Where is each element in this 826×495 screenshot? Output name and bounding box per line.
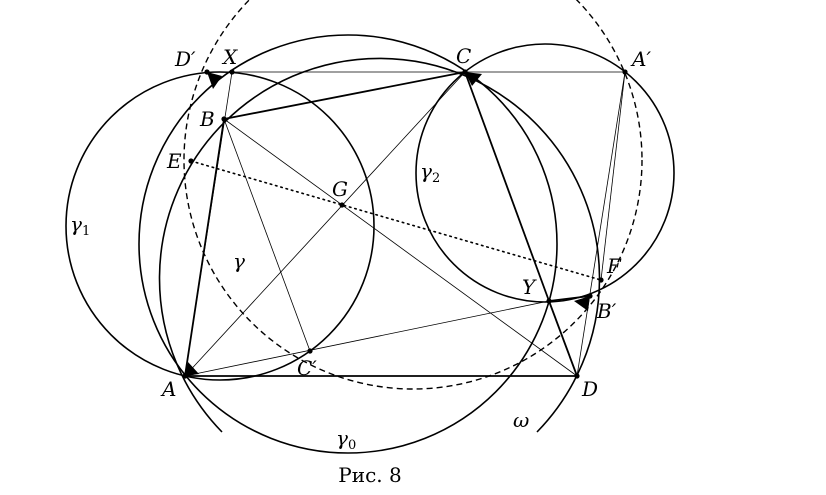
point-f (598, 277, 604, 283)
angle-marker-c (465, 72, 482, 86)
label-gamma: γ (233, 249, 245, 273)
line-aprime-a-diagonal (600, 71, 626, 281)
point-c (462, 69, 468, 75)
label-c: C (456, 44, 471, 68)
point-bprime (587, 293, 593, 299)
point-g (339, 202, 345, 208)
label-bprime: B′ (596, 299, 617, 323)
point-a (182, 373, 188, 379)
label-f: F (606, 254, 622, 278)
label-e: E (166, 149, 182, 173)
point-b (221, 116, 227, 122)
label-gamma2: γ2 (420, 159, 440, 186)
angle-markers (185, 72, 590, 376)
point-dprime (204, 69, 210, 75)
points (182, 69, 628, 379)
point-labels: D′ X C A′ B E G F Y B′ A C′ D (160, 44, 651, 401)
label-x: X (221, 45, 238, 69)
label-aprime: A′ (630, 47, 651, 71)
label-gamma1: γ1 (70, 212, 90, 239)
line-b-d (223, 118, 578, 377)
figure-caption: Рис. 8 (338, 463, 402, 487)
line-a-y (184, 300, 550, 377)
segment-c-y (464, 71, 550, 302)
point-e (188, 158, 194, 164)
point-aprime (622, 69, 628, 75)
curve-labels: γ1 γ2 γ γ0 ω (70, 159, 529, 453)
label-a: A (160, 377, 176, 401)
angle-marker-dprime (207, 72, 222, 89)
point-y (546, 298, 552, 304)
label-y: Y (522, 275, 537, 299)
dotted-line-e-f (190, 160, 602, 281)
circle-dashed (183, 0, 643, 390)
line-aprime-d (576, 71, 626, 377)
thick-lines (184, 71, 591, 377)
circle-gamma (138, 34, 558, 454)
line-a-c (184, 71, 466, 377)
label-d: D (581, 377, 598, 401)
circle-gamma1 (65, 71, 375, 381)
label-g: G (332, 177, 348, 201)
label-gamma0: γ0 (336, 426, 356, 453)
thin-lines (184, 71, 626, 377)
line-b-cprime (223, 118, 311, 352)
segment-y-d (548, 300, 578, 377)
point-x (229, 69, 235, 75)
angle-marker-a (185, 362, 199, 376)
segment-b-c (223, 71, 466, 120)
label-omega: ω (513, 408, 529, 432)
angle-marker-bprime (574, 296, 590, 311)
point-d (574, 373, 580, 379)
label-b: B (199, 107, 215, 131)
label-dprime: D′ (174, 47, 196, 71)
point-cprime (307, 348, 313, 354)
segment-a-b (184, 118, 225, 377)
label-cprime: C′ (297, 356, 317, 380)
segment-y-bprime (548, 295, 591, 302)
circle-omega-arc (158, 57, 601, 433)
